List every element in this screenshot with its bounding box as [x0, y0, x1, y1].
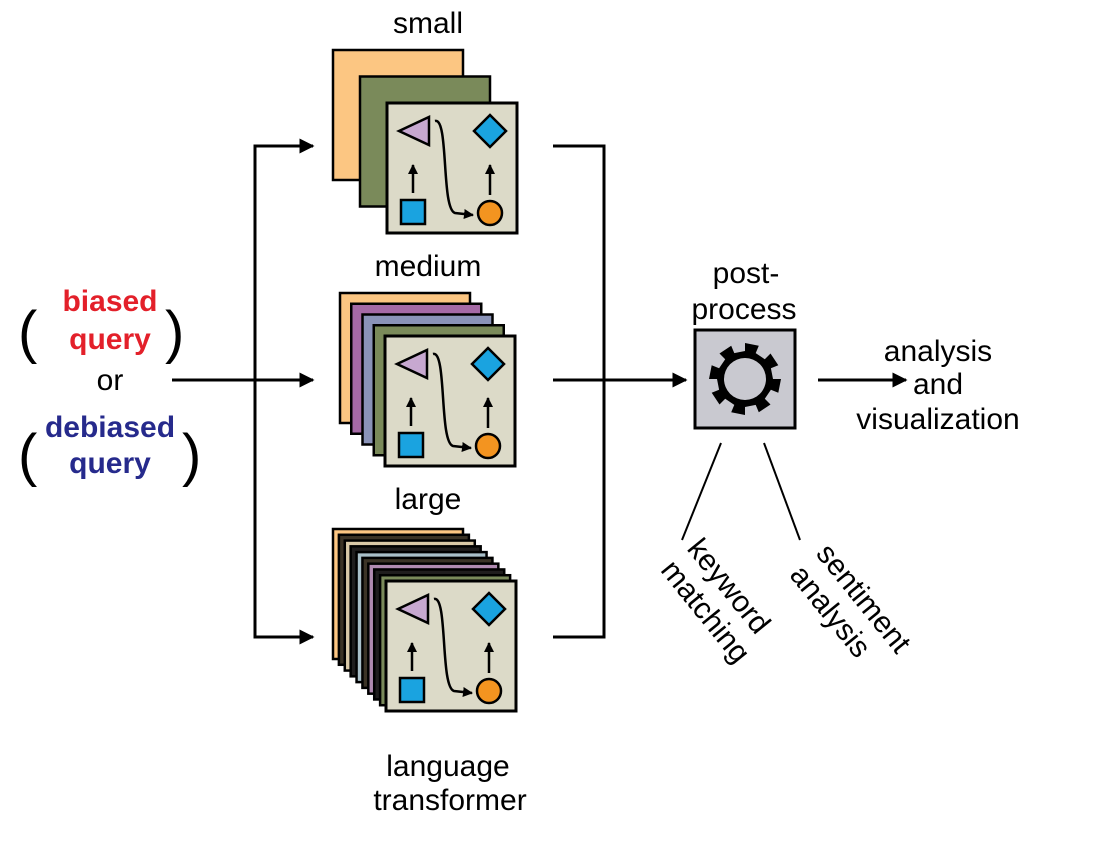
input-arrows [172, 138, 315, 645]
open-paren-biased: ( [18, 300, 37, 365]
square-icon [399, 198, 427, 226]
label-large: large [395, 483, 462, 516]
sentiment-analysis-label: sentiment analysis [783, 538, 917, 664]
circle-icon [476, 199, 504, 227]
model-stack-large [331, 527, 518, 713]
gear-icon [709, 343, 781, 415]
output-block: analysis and visualization [856, 335, 1019, 436]
diamond-icon [472, 113, 508, 149]
arrow-triangle-to-circle [433, 597, 473, 697]
gear-hole [724, 358, 766, 400]
arrow-triangle-to-circle [434, 119, 474, 219]
arrow-triangle-to-circle [432, 352, 472, 452]
circle-icon [474, 432, 502, 460]
triangle-icon [394, 348, 429, 380]
triangle-icon [395, 593, 430, 625]
biased-query-line2: query [69, 323, 151, 356]
arrow-to-large [253, 380, 315, 645]
square-icon [398, 676, 426, 704]
method-lines [681, 442, 801, 541]
postprocess-title-line2: process [691, 293, 796, 326]
arrow-to-small [253, 138, 315, 380]
model-stack-medium [338, 291, 517, 468]
close-paren-biased: ) [165, 300, 184, 365]
or-label: or [97, 364, 124, 397]
diamond-icon [470, 346, 506, 382]
output-line3: visualization [856, 403, 1019, 436]
model-stack-small [331, 48, 519, 235]
diamond-icon [471, 591, 507, 627]
label-small: small [393, 7, 463, 40]
output-line1: analysis [884, 335, 992, 368]
output-line2: and [913, 368, 963, 401]
keyword-matching-label: keyword matching [654, 533, 776, 670]
debiased-query-line1: debiased [45, 411, 175, 444]
line-keyword [681, 442, 722, 541]
square-icon [397, 431, 425, 459]
merge-bracket [553, 144, 606, 639]
biased-query-line1: biased [62, 285, 157, 318]
circle-icon [475, 677, 503, 705]
caption-language: language [386, 750, 509, 783]
caption-transformer: transformer [373, 784, 526, 817]
close-paren-debiased: ) [182, 423, 201, 488]
postprocess-block: post- process [691, 257, 797, 430]
merge-arrows [553, 144, 688, 639]
triangle-icon [396, 115, 431, 147]
open-paren-debiased: ( [18, 423, 37, 488]
debiased-query-line2: query [69, 447, 151, 480]
postprocess-title-line1: post- [713, 257, 780, 290]
query-input: ( biased query ) or ( debiased query ) [18, 285, 201, 488]
label-medium: medium [375, 250, 482, 283]
line-sentiment [763, 442, 801, 541]
